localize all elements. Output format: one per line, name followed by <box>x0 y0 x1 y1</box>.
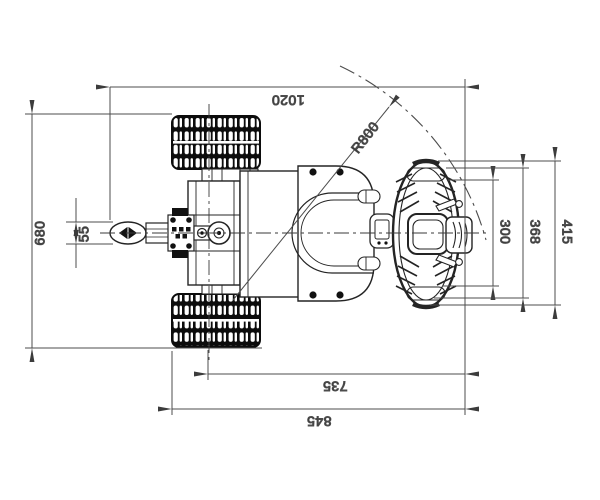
display-pod <box>369 213 395 249</box>
tire-bottom <box>171 293 261 348</box>
dim-total-length: 1020 <box>96 79 479 415</box>
dim-overall-width: 680 <box>25 100 262 362</box>
tire-top <box>171 115 261 170</box>
dim-label-55: 55 <box>76 226 92 243</box>
dim-axle-to-handle: 735 <box>194 350 479 395</box>
clevis-hatch <box>172 227 191 239</box>
centerlines <box>100 104 488 362</box>
dim-label-680: 680 <box>32 221 48 246</box>
stub-pin-bottom <box>357 256 381 271</box>
dim-label-r800: R800 <box>348 118 382 156</box>
steering-wheel <box>391 158 461 310</box>
dim-grip-span: 300 <box>442 166 514 300</box>
dim-label-1020: 1020 <box>271 92 304 108</box>
dim-rear-to-handle: 845 <box>158 351 479 430</box>
deck <box>239 170 303 298</box>
dim-handlebar-overall-span: 415 <box>430 147 576 319</box>
stub-pin-top <box>357 189 381 204</box>
machine-body <box>109 115 473 348</box>
steering-hub <box>407 213 449 255</box>
engine-cover <box>291 165 375 302</box>
dim-label-368: 368 <box>527 220 543 245</box>
dim-handlebar-inner-span: 368 <box>434 154 544 312</box>
dimensions: 1020 680 55 300 368 <box>25 65 576 430</box>
dim-label-845: 845 <box>307 413 332 429</box>
dim-label-415: 415 <box>559 220 575 245</box>
dim-label-735: 735 <box>323 378 348 394</box>
dim-label-300: 300 <box>497 220 513 245</box>
dim-hitch-width: 55 <box>66 198 113 268</box>
